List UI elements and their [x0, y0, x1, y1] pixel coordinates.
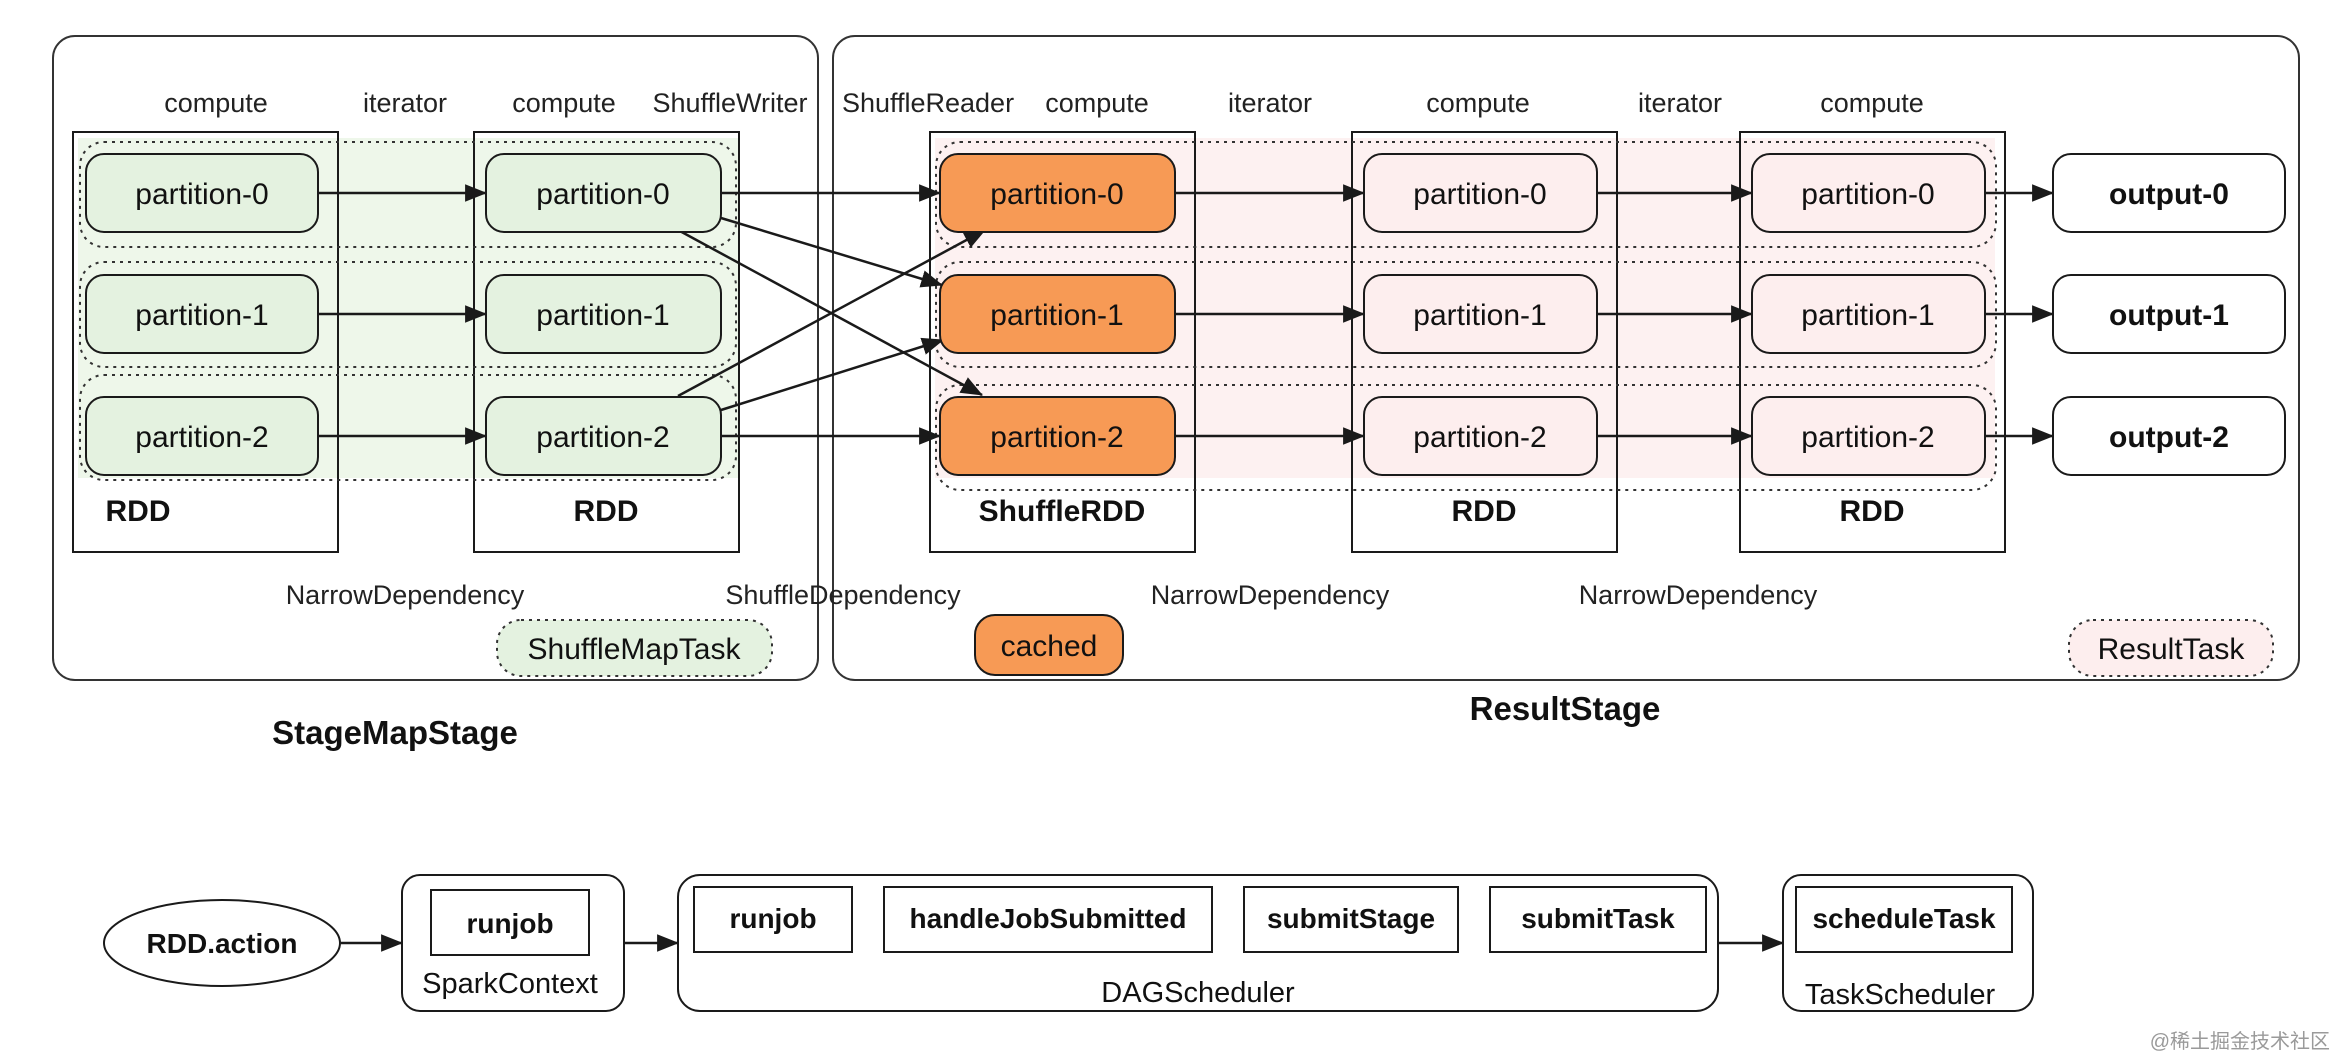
label-iterator-3: iterator: [1638, 88, 1722, 118]
task-scheduler-box: [1782, 874, 2034, 1012]
partition-pill: [485, 396, 722, 476]
narrow-dependency-label: NarrowDependency: [286, 580, 525, 610]
result-stage-title: ResultStage: [1470, 690, 1661, 727]
dependency-arrows: [318, 184, 2055, 445]
label-compute-5: compute: [1820, 88, 1924, 118]
partition-label: partition-0: [1801, 178, 1934, 211]
partition-pill: [1363, 396, 1598, 476]
partition-label: partition-0: [1413, 178, 1546, 211]
shuffle-rdd-caption: ShuffleRDD: [979, 495, 1146, 528]
output-box: [2052, 396, 2286, 476]
result-task-label: ResultTask: [2098, 633, 2246, 666]
partition-pill: [1751, 396, 1986, 476]
partition-label: partition-0: [536, 178, 669, 211]
label-compute-3: compute: [1045, 88, 1149, 118]
partition-pill: [485, 274, 722, 354]
shuffle-partition-pill: [939, 396, 1176, 476]
shuffle-partition-pill: [939, 274, 1176, 354]
label-compute-4: compute: [1426, 88, 1530, 118]
watermark: @稀土掘金技术社区: [2150, 1030, 2330, 1053]
partition-label: partition-1: [990, 299, 1123, 332]
partition-label: partition-0: [990, 178, 1123, 211]
spark-context-runjob-label: runjob: [466, 908, 553, 939]
partition-label: partition-1: [1413, 299, 1546, 332]
result-stage-box: [832, 35, 2300, 681]
partition-pill: [85, 274, 319, 354]
rdd-caption: RDD: [1840, 495, 1905, 528]
dag-scheduler-caption: DAGScheduler: [1101, 977, 1295, 1009]
map-stage-title: StageMapStage: [272, 714, 518, 751]
arrow-shuffle-2-1: [720, 337, 945, 412]
result-task-row-2: [935, 384, 1997, 491]
label-compute-1: compute: [164, 88, 268, 118]
partition-pill: [85, 396, 319, 476]
output-label: output-1: [2109, 299, 2229, 332]
output-label: output-0: [2109, 178, 2229, 211]
partition-label: partition-2: [536, 421, 669, 454]
result-task-badge: [2068, 619, 2274, 677]
shuffle-dependency-label: ShuffleDependency: [725, 580, 961, 610]
shuffle-map-task-label: ShuffleMapTask: [528, 633, 742, 666]
map-task-row-2: [79, 374, 737, 481]
label-shuffle-reader: ShuffleReader: [842, 88, 1014, 118]
partition-pill: [1751, 274, 1986, 354]
rdd-caption: RDD: [106, 495, 171, 528]
partition-pill: [1751, 153, 1986, 233]
partition-label: partition-2: [1801, 421, 1934, 454]
partition-label: partition-0: [135, 178, 268, 211]
label-shuffle-writer: ShuffleWriter: [652, 88, 807, 118]
map-task-row-0: [79, 141, 737, 248]
partition-label: partition-2: [135, 421, 268, 454]
spark-context-caption: SparkContext: [422, 968, 598, 1000]
label-compute-2: compute: [512, 88, 616, 118]
narrow-dependency-label: NarrowDependency: [1579, 580, 1818, 610]
rdd-caption: RDD: [1452, 495, 1517, 528]
shuffle-map-task-badge: [496, 619, 773, 677]
label-iterator-1: iterator: [363, 88, 447, 118]
rdd-caption: RDD: [574, 495, 639, 528]
partition-label: partition-1: [1801, 299, 1934, 332]
label-iterator-2: iterator: [1228, 88, 1312, 118]
partition-pill: [485, 153, 722, 233]
task-scheduler-caption: TaskScheduler: [1805, 979, 1996, 1011]
dag-submit-task-box: [1489, 886, 1707, 953]
rdd-action-label: RDD.action: [147, 928, 298, 959]
partition-label: partition-2: [990, 421, 1123, 454]
narrow-dependency-label: NarrowDependency: [1151, 580, 1390, 610]
shuffle-partition-pill: [939, 153, 1176, 233]
partition-label: partition-1: [135, 299, 268, 332]
dag-runjob-label: runjob: [729, 903, 816, 934]
rdd-box-4: [1351, 131, 1618, 553]
cached-badge: [974, 614, 1124, 676]
result-task-row-0: [935, 141, 1997, 248]
partition-pill: [85, 153, 319, 233]
partition-label: partition-1: [536, 299, 669, 332]
rdd-box-5: [1739, 131, 2006, 553]
rdd-box-1: [72, 131, 339, 553]
arrow-shuffle-2-0: [677, 228, 986, 398]
rdd-action-node: [103, 899, 341, 987]
partition-pill: [1363, 274, 1598, 354]
schedule-task-box: [1795, 886, 2013, 953]
schedule-task-label: scheduleTask: [1812, 903, 1996, 934]
dag-submit-stage-box: [1243, 886, 1459, 953]
dag-submit-task-label: submitTask: [1521, 903, 1675, 934]
cached-label: cached: [1001, 630, 1098, 663]
map-task-row-1: [79, 261, 737, 368]
partition-label: partition-2: [1413, 421, 1546, 454]
arrow-shuffle-0-1: [720, 216, 944, 288]
spark-context-runjob-box: [430, 889, 590, 956]
dag-handle-job-submitted-label: handleJobSubmitted: [910, 903, 1187, 934]
output-label: output-2: [2109, 421, 2229, 454]
dag-submit-stage-label: submitStage: [1267, 903, 1435, 934]
dag-runjob-box: [693, 886, 853, 953]
output-box: [2052, 153, 2286, 233]
dag-handle-job-submitted-box: [883, 886, 1213, 953]
result-task-row-1: [935, 261, 1997, 368]
rdd-box-2: [473, 131, 740, 553]
output-box: [2052, 274, 2286, 354]
map-stage-box: [52, 35, 819, 681]
partition-pill: [1363, 153, 1598, 233]
